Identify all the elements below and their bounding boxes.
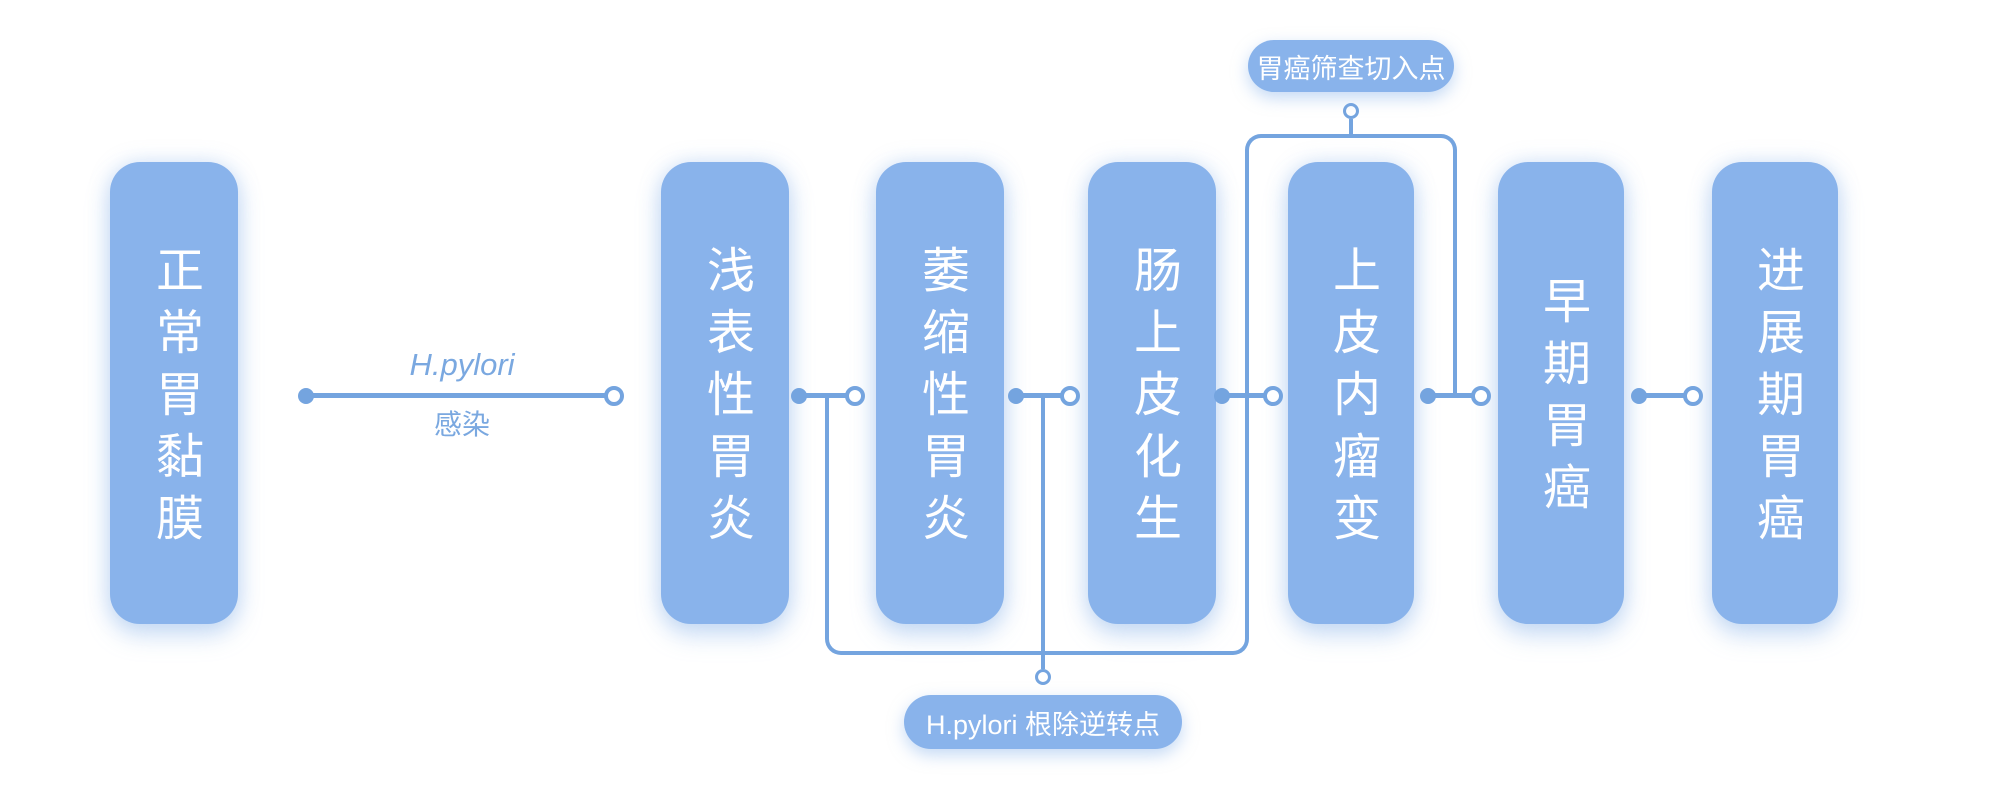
eradication-badge: H.pylori 根除逆转点 <box>904 695 1182 749</box>
stage-label-advanced-gastric-cancer: 进展期胃癌 <box>1749 245 1802 555</box>
connector-start-dot-2 <box>791 388 807 404</box>
screening-node-ring-icon <box>1343 103 1359 119</box>
connector-end-ring-4 <box>1263 386 1283 406</box>
connector-end-ring-5 <box>1471 386 1491 406</box>
connector-start-dot-4 <box>1214 388 1230 404</box>
connector-end-ring-2 <box>845 386 865 406</box>
connector-start-dot-6 <box>1631 388 1647 404</box>
eradication-connector-line <box>1041 396 1045 669</box>
connector-start-dot-3 <box>1008 388 1024 404</box>
screening-badge-label: 胃癌筛查切入点 <box>1256 53 1446 84</box>
connector-start-dot-1 <box>298 388 314 404</box>
stage-node-atrophic-gastritis: 萎缩性胃炎 <box>876 162 1004 624</box>
stage-label-normal-mucosa: 正常胃黏膜 <box>148 245 201 555</box>
eradication-bracket <box>825 396 1249 655</box>
stage-node-intraepithelial-neoplasia: 上皮内瘤变 <box>1288 162 1414 624</box>
eradication-node-ring-icon <box>1035 669 1051 685</box>
connector-end-ring-1 <box>604 386 624 406</box>
stage-label-intestinal-metaplasia: 肠上皮化生 <box>1126 245 1179 555</box>
infection-annotation: 感染 <box>433 409 490 440</box>
stage-label-atrophic-gastritis: 萎缩性胃炎 <box>914 245 967 555</box>
stage-node-advanced-gastric-cancer: 进展期胃癌 <box>1712 162 1838 624</box>
connector-line-1 <box>306 393 614 398</box>
stage-label-superficial-gastritis: 浅表性胃炎 <box>699 245 752 555</box>
stage-node-normal-mucosa: 正常胃黏膜 <box>110 162 238 624</box>
stage-node-intestinal-metaplasia: 肠上皮化生 <box>1088 162 1216 624</box>
screening-badge: 胃癌筛查切入点 <box>1248 40 1454 92</box>
screening-connector-line <box>1349 119 1353 135</box>
connector-line-3 <box>1016 393 1070 398</box>
screening-bracket <box>1245 134 1457 396</box>
connector-line-2 <box>799 393 855 398</box>
stage-label-early-gastric-cancer: 早期胃癌 <box>1535 276 1588 524</box>
connector-end-ring-3 <box>1060 386 1080 406</box>
connector-end-ring-6 <box>1683 386 1703 406</box>
stage-node-early-gastric-cancer: 早期胃癌 <box>1498 162 1624 624</box>
connector-start-dot-5 <box>1420 388 1436 404</box>
hpylori-annotation: H.pylori <box>409 347 515 382</box>
connector-line-6 <box>1639 393 1693 398</box>
eradication-badge-label: H.pylori 根除逆转点 <box>925 709 1161 740</box>
stage-node-superficial-gastritis: 浅表性胃炎 <box>661 162 789 624</box>
stage-label-intraepithelial-neoplasia: 上皮内瘤变 <box>1325 245 1378 555</box>
